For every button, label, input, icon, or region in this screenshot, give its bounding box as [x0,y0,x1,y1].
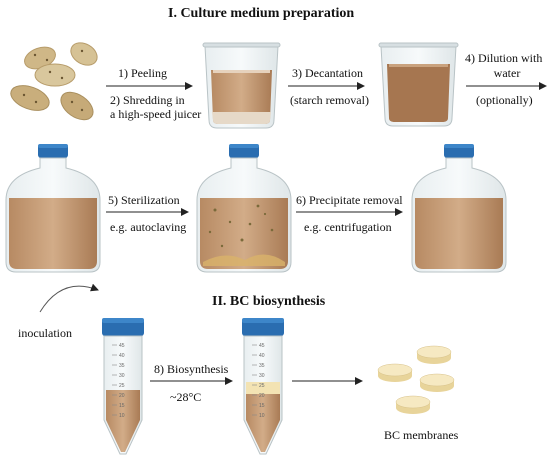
tube-tick-label: 25 [259,383,265,389]
temperature-label: ~28°C [170,390,202,404]
tube-tick-label: 20 [259,393,265,399]
tube-tick-label: 15 [119,403,125,409]
potatoes-icon [10,42,98,121]
bc-membranes-label: BC membranes [384,428,459,442]
bc-membranes-icon [377,345,455,414]
inoculation-label: inoculation [18,326,72,340]
bottle-clarified [411,144,507,273]
step2-label-line1: 2) Shredding in [110,93,185,107]
tube-scale-right: 45 40 35 30 25 20 15 10 [252,343,265,419]
tube-tick-label: 35 [119,363,125,369]
beaker-juice [202,42,281,129]
tube-tick-label: 40 [259,353,265,359]
tube-tick-label: 25 [119,383,125,389]
step6-sublabel: e.g. centrifugation [304,220,392,234]
step8-label: 8) Biosynthesis [154,362,229,376]
step5-label: 5) Sterilization [108,193,180,207]
arrow-inoculation [39,283,99,313]
bottle-medium [5,144,101,273]
step5-sublabel: e.g. autoclaving [110,220,187,234]
tube-tick-label: 15 [259,403,265,409]
step6-label: 6) Precipitate removal [296,193,403,207]
tube-tick-label: 30 [259,373,265,379]
tube-tick-label: 45 [119,343,125,349]
tube-tick-label: 20 [119,393,125,399]
step3-sublabel: (starch removal) [290,93,369,107]
step3-label: 3) Decantation [292,66,363,80]
step4-label-line1: 4) Dilution with [465,51,543,65]
tube-tick-label: 30 [119,373,125,379]
tube-tick-label: 10 [119,413,125,419]
tube-tick-label: 10 [259,413,265,419]
step1-label: 1) Peeling [118,66,167,80]
tube-tick-label: 35 [259,363,265,369]
step4-sublabel: (optionally) [476,93,533,107]
step2-label-line2: a high-speed juicer [110,107,202,121]
tube-tick-label: 40 [119,353,125,359]
tube-scale-left: 45 40 35 30 25 20 15 10 [112,343,125,419]
tube-inoculated: 45 40 35 30 25 20 15 10 [102,318,144,455]
bottle-sterilized [196,144,292,273]
section2-title: II. BC biosynthesis [212,294,326,309]
step4-label-line2: water [493,66,521,80]
section1-title: I. Culture medium preparation [168,6,355,21]
tube-biosynthesis: 45 40 35 30 25 20 15 10 [242,318,284,455]
beaker-decanted [378,42,459,127]
tube-tick-label: 45 [259,343,265,349]
